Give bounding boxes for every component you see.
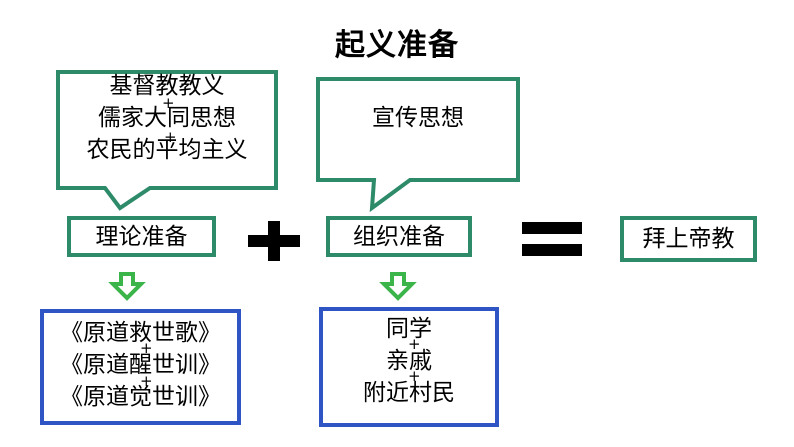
mid-callout-text: 宣传思想 — [372, 105, 464, 131]
organize-label: 组织准备 — [353, 223, 445, 250]
callout-joiner-2: + — [164, 128, 177, 146]
organize-box: 组织准备 — [326, 216, 472, 257]
callout-line-christian: 基督教教义 — [109, 73, 225, 99]
theory-box: 理论准备 — [67, 216, 216, 257]
callout-line-confucian: 儒家大同思想 — [98, 105, 236, 131]
left-callout-content: 基督教教义 儒家大同思想 农民的平均主义 — [58, 70, 276, 166]
work-title-3: 《原道觉世训》 — [60, 384, 221, 410]
work-title-1: 《原道救世歌》 — [60, 320, 221, 346]
plus-sign-icon — [248, 221, 300, 261]
work-title-2: 《原道醒世训》 — [60, 352, 221, 378]
works-joiner-1: + — [140, 339, 153, 357]
works-box: 《原道救世歌》 《原道醒世训》 《原道觉世训》 + + — [40, 309, 241, 425]
diagram-title: 起义准备 — [335, 28, 459, 63]
theory-label: 理论准备 — [95, 223, 188, 250]
equals-sign-icon — [522, 222, 582, 258]
people-joiner-1: + — [408, 335, 421, 353]
callout-line-peasant: 农民的平均主义 — [86, 137, 248, 163]
people-villagers: 附近村民 — [363, 380, 455, 406]
callout-joiner-1: + — [162, 94, 175, 112]
people-classmates: 同学 — [386, 316, 432, 342]
people-joiner-2: + — [408, 367, 421, 385]
people-box: 同学 亲戚 附近村民 + + — [319, 307, 499, 427]
result-box: 拜上帝教 — [620, 216, 757, 262]
left-callout-bubble — [56, 70, 278, 211]
people-relatives: 亲戚 — [386, 348, 432, 374]
mid-callout-bubble — [316, 77, 520, 213]
result-label: 拜上帝教 — [642, 226, 735, 252]
works-joiner-2: + — [140, 372, 153, 390]
